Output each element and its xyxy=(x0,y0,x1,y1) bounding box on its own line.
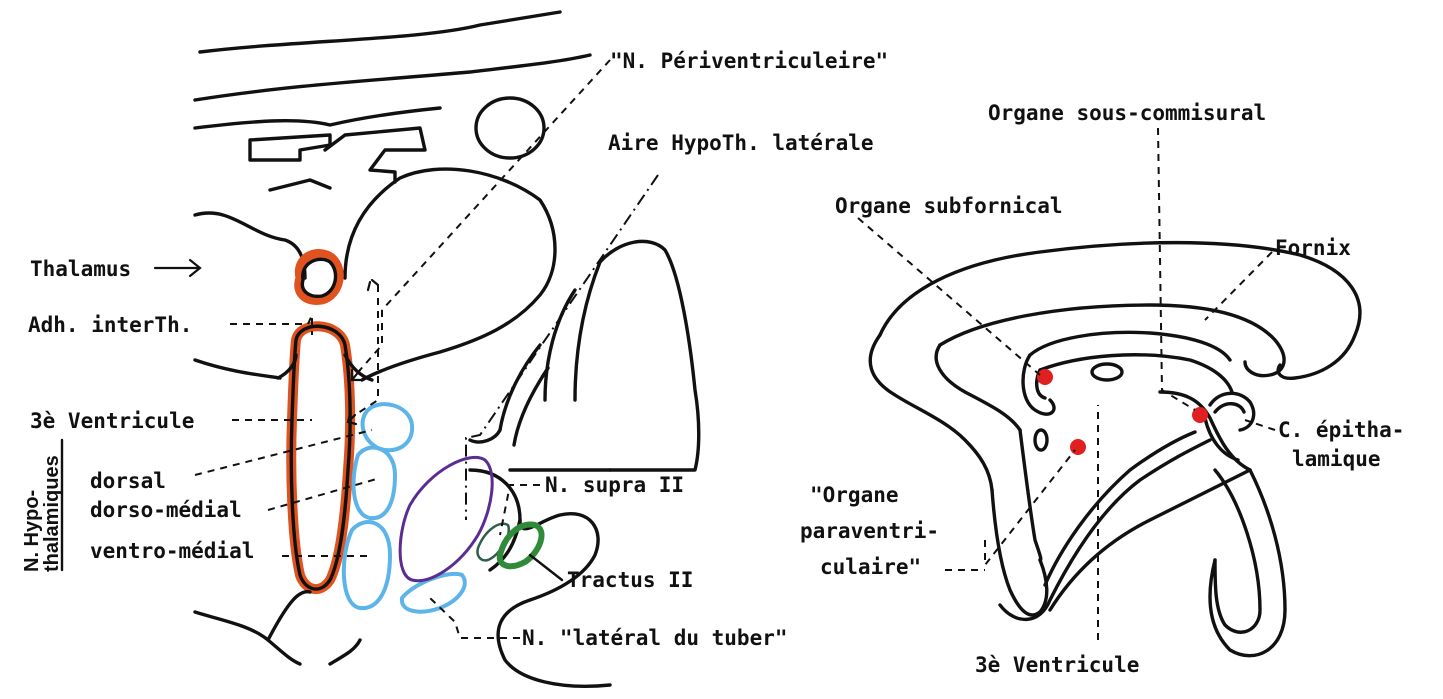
label-subfornical: Organe subfornical xyxy=(835,194,1063,218)
side-heading-line1: N. Hypo- xyxy=(21,490,43,572)
label-epithalamic-2: lamique xyxy=(1292,447,1381,471)
leader-tractus xyxy=(530,555,562,580)
leader-subfornical xyxy=(858,218,1040,375)
leader-periventricular xyxy=(382,60,610,310)
label-ventromedial: ventro-médial xyxy=(90,539,254,563)
leader-dorsomedial xyxy=(268,478,380,510)
leader-lateral-tuber xyxy=(430,598,520,638)
label-third-ventricle-right: 3è Ventricule xyxy=(975,653,1139,677)
organ-paraventricular-dot xyxy=(1070,439,1086,455)
label-subcommissural: Organe sous-commisural xyxy=(988,101,1266,125)
label-supra: N. supra II xyxy=(545,473,684,497)
label-paraventricular-1: "Organe xyxy=(810,483,899,507)
label-dorsomedial: dorso-médial xyxy=(90,498,242,522)
label-epithalamic-1: C. épitha- xyxy=(1278,418,1404,442)
label-paraventricular-3: culaire" xyxy=(820,555,921,579)
side-heading-line2: thalamiques xyxy=(41,455,63,572)
label-fornix: Fornix xyxy=(1275,236,1351,260)
label-dorsal: dorsal xyxy=(90,469,166,493)
label-tractus: Tractus II xyxy=(567,568,693,592)
organ-subfornical-dot xyxy=(1037,369,1053,385)
label-periventricular: "N. Périventriculeire" xyxy=(610,49,888,73)
label-third-ventricle-left: 3è Ventricule xyxy=(30,409,194,433)
label-lateral-area: Aire HypoTh. latérale xyxy=(608,131,874,155)
label-thalamus: Thalamus xyxy=(30,257,131,281)
label-adhesion: Adh. interTh. xyxy=(28,313,192,337)
leader-fornix xyxy=(1205,252,1272,320)
label-lateral-tuber: N. "latéral du tuber" xyxy=(522,626,788,650)
leader-lateral-area xyxy=(466,175,658,520)
label-paraventricular-2: paraventri- xyxy=(800,519,939,543)
leader-subcommissural xyxy=(1158,128,1195,410)
